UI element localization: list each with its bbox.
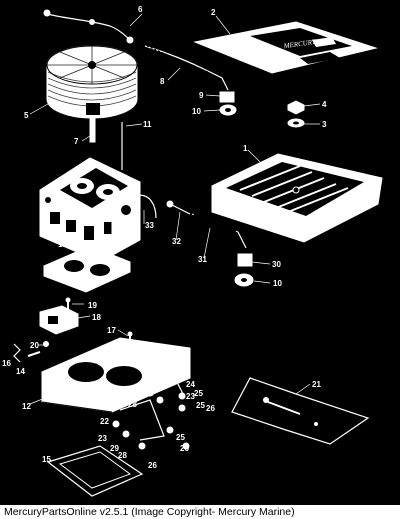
part-9-grommet[interactable] — [219, 91, 235, 103]
callout-10-top: 10 — [192, 107, 201, 116]
exploded-parts-diagram: MERCURY — [0, 0, 400, 505]
callout-12: 12 — [22, 402, 31, 411]
part-5-flame-arrestor[interactable] — [46, 45, 138, 119]
callout-11: 11 — [143, 120, 152, 129]
callout-19: 19 — [88, 301, 97, 310]
callout-14: 14 — [16, 367, 25, 376]
callout-9: 9 — [199, 91, 204, 100]
callout-26-c: 26 — [148, 461, 157, 470]
part-7-stud[interactable] — [89, 117, 96, 143]
callout-7: 7 — [74, 137, 79, 146]
callout-27: 27 — [122, 392, 131, 401]
callout-8: 8 — [160, 77, 165, 86]
part-8-vent-hose[interactable] — [144, 45, 229, 91]
callout-22-top: 22 — [168, 372, 177, 381]
callout-26-b: 26 — [180, 444, 189, 453]
linkage-assembly[interactable] — [112, 379, 190, 450]
callout-13: 13 — [58, 240, 67, 249]
callout-21: 21 — [312, 380, 321, 389]
part-10-fitting-top[interactable] — [219, 104, 237, 116]
callout-33: 33 — [145, 221, 154, 230]
callout-30: 30 — [272, 260, 281, 269]
part-2-decal[interactable]: MERCURY — [193, 21, 378, 74]
part-14-screw[interactable] — [27, 351, 41, 357]
part-16-spring[interactable] — [13, 343, 21, 363]
part-4-nut[interactable] — [287, 100, 305, 115]
callout-25-b: 25 — [196, 401, 205, 410]
callout-20: 20 — [30, 341, 39, 350]
callout-25-c: 25 — [176, 433, 185, 442]
part-6-clamp-strap[interactable] — [43, 9, 134, 44]
part-13-gasket[interactable] — [43, 245, 131, 293]
callout-28-a: 28 — [128, 400, 137, 409]
carburetor[interactable] — [39, 157, 141, 263]
callout-17: 17 — [107, 326, 116, 335]
callout-15: 15 — [42, 455, 51, 464]
part-31-fuel-hose[interactable] — [191, 212, 247, 249]
diagram-canvas: MERCURY — [2, 5, 383, 497]
callout-28-b: 28 — [118, 451, 127, 460]
part-3-washer[interactable] — [287, 118, 305, 128]
callout-24: 24 — [186, 380, 195, 389]
callout-3: 3 — [322, 120, 327, 129]
callout-16: 16 — [2, 359, 11, 368]
callout-32: 32 — [172, 237, 181, 246]
callout-23-top: 23 — [186, 392, 195, 401]
part-10-fitting-bottom[interactable] — [234, 273, 254, 287]
callout-26-a: 26 — [206, 404, 215, 413]
leader-lines — [29, 13, 321, 405]
callout-5: 5 — [24, 111, 29, 120]
callout-29: 29 — [110, 444, 119, 453]
callout-25-a: 25 — [194, 389, 203, 398]
part-20-screw[interactable] — [43, 341, 49, 347]
callout-6: 6 — [138, 5, 143, 14]
part-30-fitting[interactable] — [237, 253, 253, 267]
callout-22-bottom: 22 — [100, 417, 109, 426]
callout-23-bottom: 23 — [98, 434, 107, 443]
callout-2: 2 — [211, 8, 216, 17]
callout-10-bottom: 10 — [273, 279, 282, 288]
part-33-fuel-line[interactable] — [135, 194, 157, 219]
part-1-cover[interactable] — [211, 153, 383, 243]
part-32-fitting[interactable] — [166, 200, 191, 215]
callout-4: 4 — [322, 100, 327, 109]
part-18-switch[interactable] — [39, 305, 79, 335]
callout-1: 1 — [243, 144, 248, 153]
part-21-panel[interactable] — [231, 377, 370, 445]
part-15-base-gasket[interactable] — [46, 445, 144, 497]
callout-18: 18 — [92, 313, 101, 322]
callout-31: 31 — [198, 255, 207, 264]
callouts: 6 2 4 3 5 8 9 10 7 11 1 13 33 32 31 30 1… — [2, 5, 327, 470]
copyright-caption: MercuryPartsOnline v2.5.1 (Image Copyrig… — [4, 506, 295, 518]
